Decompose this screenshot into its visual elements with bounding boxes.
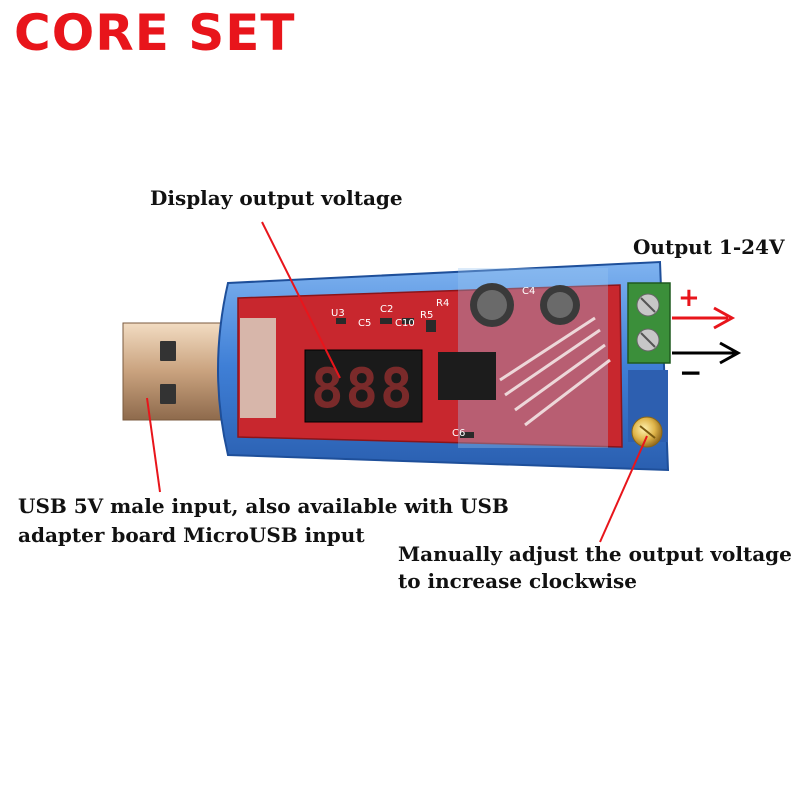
display-digits: 888 — [311, 357, 415, 420]
minus-sign: − — [679, 356, 702, 389]
red-output-arrow-icon — [672, 306, 736, 330]
display-leader-line — [261, 221, 341, 379]
silkscreen-c4: C4 — [522, 286, 535, 297]
usb-label-line1: USB 5V male input, also available with U… — [18, 494, 509, 518]
silkscreen-c6: C6 — [452, 428, 465, 439]
adjust-leader-line — [599, 435, 648, 543]
usb-leader-line — [146, 397, 161, 493]
adjust-label-line1: Manually adjust the output voltage — [398, 542, 792, 566]
silkscreen-c5: C5 — [358, 318, 371, 329]
brand-logo: CORE SET — [14, 4, 296, 62]
adjust-label-line2: to increase clockwise — [398, 569, 637, 593]
silkscreen-r4: R4 — [436, 298, 449, 309]
silkscreen-c10: C10 — [395, 318, 415, 329]
silkscreen-u3: U3 — [331, 308, 345, 319]
plus-sign: + — [678, 283, 700, 313]
display-label: Display output voltage — [150, 186, 403, 210]
output-label: Output 1-24V — [633, 235, 785, 259]
usb-label-line2: adapter board MicroUSB input — [18, 523, 365, 547]
seven-segment-display-icon: 888 — [304, 349, 423, 423]
potentiometer-icon — [628, 370, 668, 448]
silkscreen-c2: C2 — [380, 304, 393, 315]
screw-terminal-icon — [627, 282, 671, 364]
black-output-arrow-icon — [672, 341, 742, 365]
silkscreen-r5: R5 — [420, 310, 433, 321]
usb-plug-icon — [122, 322, 229, 421]
module-case — [217, 260, 670, 472]
